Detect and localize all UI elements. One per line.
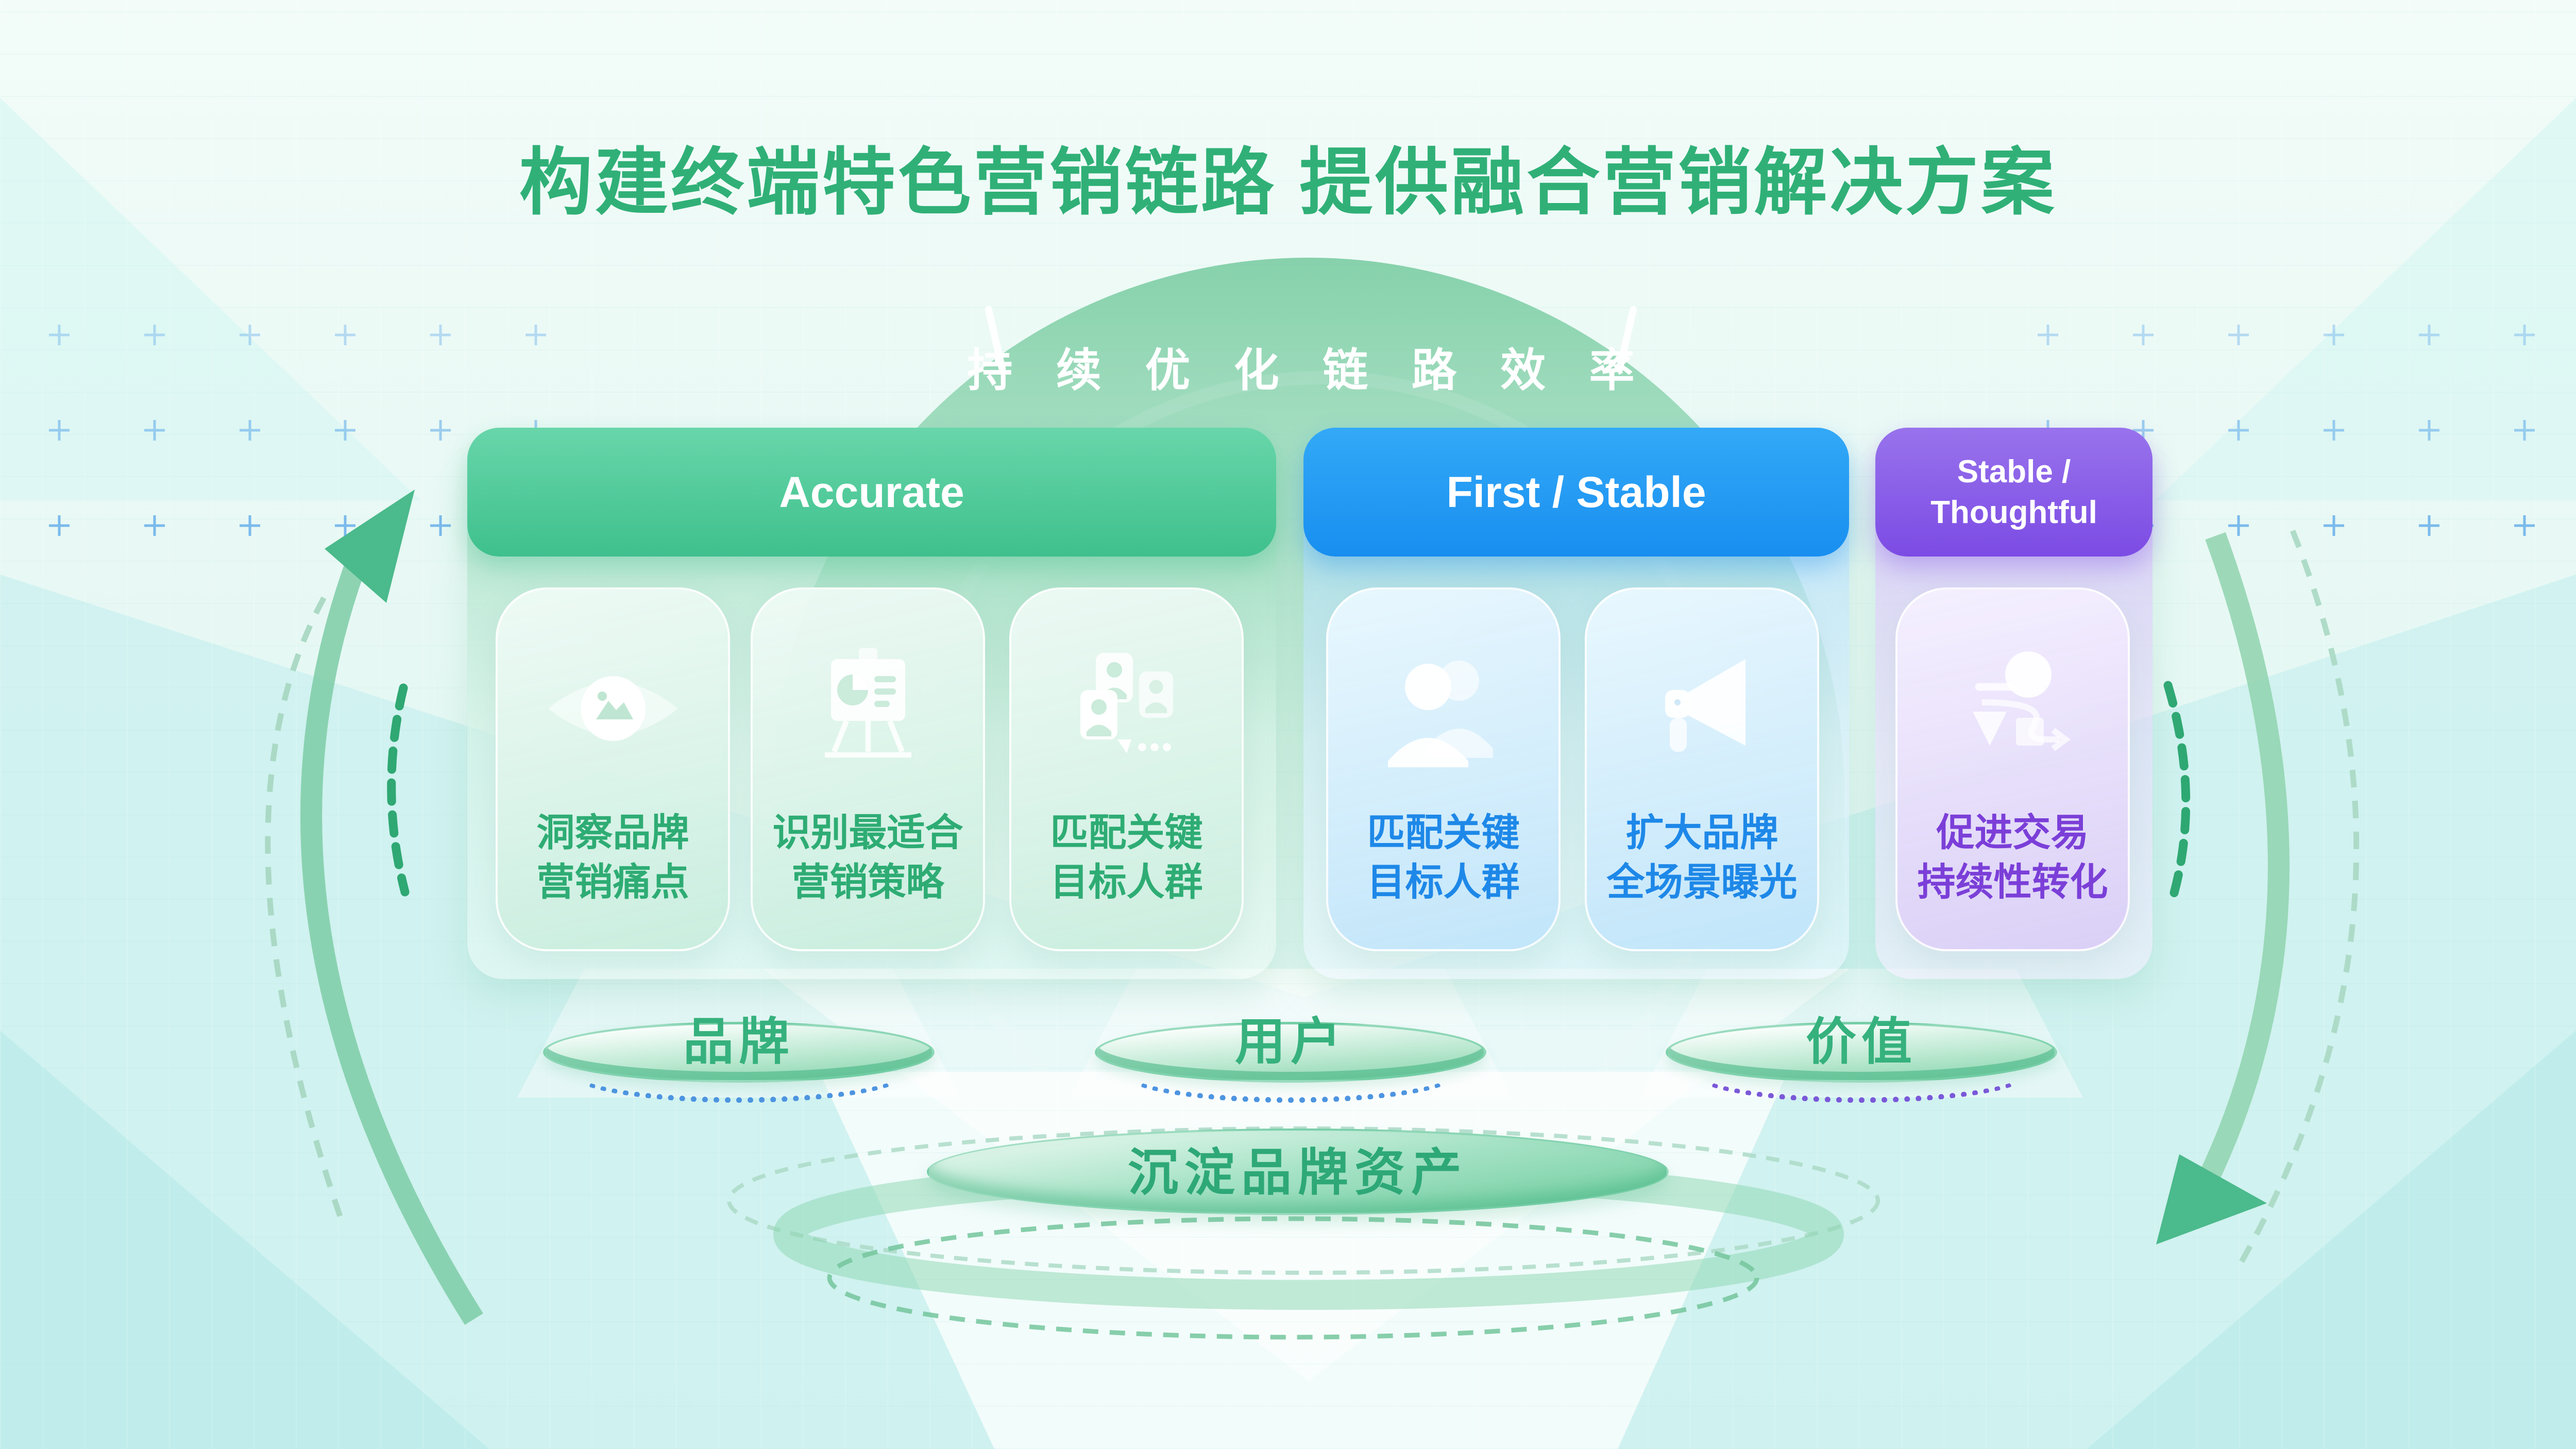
pill-accurate-label: Accurate bbox=[779, 467, 964, 516]
card-match-audience-green: 匹配关键 目标人群 bbox=[1009, 587, 1244, 951]
strategy-board-icon bbox=[786, 624, 951, 794]
pill-stable-thoughtful: Stable / Thoughtful bbox=[1875, 428, 2153, 557]
card-conversion-label: 促进交易 持续性转化 bbox=[1917, 811, 2108, 904]
pill-first-stable: First / Stable bbox=[1303, 428, 1849, 557]
card-match-audience-blue: 匹配关键 目标人群 bbox=[1326, 587, 1561, 951]
page-title: 构建终端特色营销链路 提供融合营销解决方案 bbox=[519, 142, 2057, 224]
foundation-ellipse bbox=[927, 1128, 1669, 1215]
pill-stable-line2: Thoughtful bbox=[1930, 495, 2097, 530]
platform-brand-label: 品牌 bbox=[683, 1013, 794, 1070]
platform-value-dash bbox=[1694, 1045, 2029, 1103]
dome-label: 持 续 优 化 链 路 效 率 bbox=[967, 345, 1650, 396]
platform-brand-dash bbox=[571, 1045, 906, 1103]
pill-accurate: Accurate bbox=[467, 428, 1276, 557]
card-insight: 洞察品牌 营销痛点 bbox=[496, 587, 730, 951]
megaphone-icon bbox=[1620, 624, 1785, 794]
platform-user-label: 用户 bbox=[1234, 1013, 1346, 1070]
left-curved-arrow-body bbox=[300, 547, 483, 1325]
card-exposure-label: 扩大品牌 全场景曝光 bbox=[1606, 811, 1798, 904]
card-strategy: 识别最适合 营销策略 bbox=[751, 587, 985, 951]
eye-icon bbox=[531, 624, 696, 794]
right-curved-arrow-body bbox=[2190, 532, 2290, 1201]
card-conversion: 促进交易 持续性转化 bbox=[1895, 587, 2130, 951]
platform-user-dash bbox=[1123, 1045, 1458, 1103]
platform-value-label: 价值 bbox=[1805, 1013, 1917, 1070]
right-arrow-head-icon bbox=[2156, 1154, 2267, 1244]
card-strategy-label: 识别最适合 营销策略 bbox=[772, 811, 963, 904]
audience-chat-icon bbox=[1044, 624, 1209, 794]
pill-first-stable-label: First / Stable bbox=[1446, 467, 1706, 516]
card-match-audience-blue-label: 匹配关键 目标人群 bbox=[1367, 811, 1520, 904]
conversion-icon bbox=[1930, 624, 2095, 794]
card-exposure: 扩大品牌 全场景曝光 bbox=[1585, 587, 1819, 951]
card-insight-label: 洞察品牌 营销痛点 bbox=[536, 811, 689, 904]
left-arrow-head-icon bbox=[325, 490, 415, 603]
pill-stable-line1: Stable / bbox=[1957, 453, 2071, 490]
card-match-audience-green-label: 匹配关键 目标人群 bbox=[1050, 811, 1203, 904]
foundation-label: 沉淀品牌资产 bbox=[1127, 1144, 1468, 1201]
users-icon bbox=[1361, 624, 1526, 794]
